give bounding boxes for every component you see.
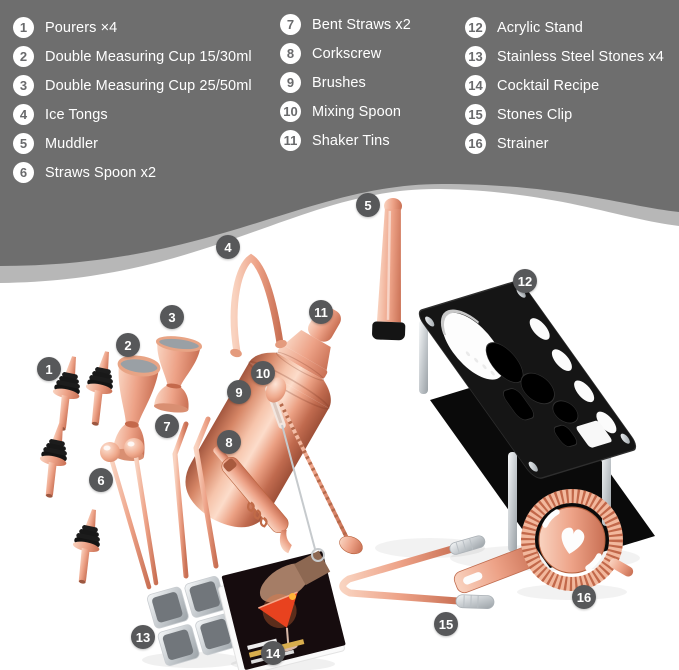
photo-callout-number-text: 5 xyxy=(364,197,372,213)
legend-item: 10 Mixing Spoon xyxy=(280,97,411,126)
legend-item-label: Mixing Spoon xyxy=(312,103,402,120)
legend-item: 14 Cocktail Recipe xyxy=(465,71,664,100)
header-wave-background xyxy=(0,0,679,283)
photo-callout-number-text: 10 xyxy=(255,365,271,381)
acrylic-stand-illustration xyxy=(418,281,655,568)
legend-item: 12 Acrylic Stand xyxy=(465,13,664,42)
photo-callout-number: 5 xyxy=(356,193,380,217)
legend-item-number: 8 xyxy=(280,43,301,64)
photo-callout-number-text: 16 xyxy=(576,589,592,605)
pourers-illustration xyxy=(32,348,121,586)
photo-callout-number: 10 xyxy=(251,361,275,385)
legend-item-label: Stones Clip xyxy=(497,106,573,123)
legend-item-number: 3 xyxy=(13,75,34,96)
photo-callout-number: 12 xyxy=(513,269,537,293)
legend-item: 3 Double Measuring Cup 25/50ml xyxy=(13,71,252,100)
mixing-spoon-illustration xyxy=(265,377,363,555)
photo-callout-number-text: 14 xyxy=(265,645,281,661)
legend-item: 15 Stones Clip xyxy=(465,100,664,129)
legend-item-label: Pourers ×4 xyxy=(45,19,118,36)
photo-callout-number-text: 4 xyxy=(224,239,232,255)
legend-item: 9 Brushes xyxy=(280,68,411,97)
muddler-illustration xyxy=(372,197,406,341)
legend-item-number: 13 xyxy=(465,46,486,67)
legend-item-label: Ice Tongs xyxy=(45,106,108,123)
legend-column-3: 12 Acrylic Stand 13 Stainless Steel Ston… xyxy=(465,13,664,158)
legend-item-number: 9 xyxy=(280,72,301,93)
photo-callout-number-text: 1 xyxy=(45,361,53,377)
photo-callout-number: 4 xyxy=(216,235,240,259)
legend-item: 5 Muddler xyxy=(13,129,252,158)
legend-item-label: Acrylic Stand xyxy=(497,19,583,36)
photo-callout-number-text: 11 xyxy=(314,304,328,320)
photo-callout-number: 11 xyxy=(309,300,333,324)
photo-callout-number: 8 xyxy=(217,430,241,454)
legend-item: 6 Straws Spoon x2 xyxy=(13,158,252,187)
photo-callout-number: 2 xyxy=(116,333,140,357)
ice-tongs-illustration xyxy=(230,253,287,358)
legend-item-number: 2 xyxy=(13,46,34,67)
legend-item: 11 Shaker Tins xyxy=(280,126,411,155)
photo-callout-number: 7 xyxy=(155,414,179,438)
legend-column-2: 7 Bent Straws x2 8 Corkscrew 9 Brushes 1… xyxy=(280,10,411,155)
whiskey-stones-illustration xyxy=(147,576,237,666)
legend-item-label: Strainer xyxy=(497,135,549,152)
legend-item-number: 16 xyxy=(465,133,486,154)
photo-callout-number-text: 3 xyxy=(168,309,176,325)
legend-item: 2 Double Measuring Cup 15/30ml xyxy=(13,42,252,71)
photo-callout-number: 3 xyxy=(160,305,184,329)
photo-callout-number-text: 15 xyxy=(438,616,454,632)
photo-callout-number: 6 xyxy=(89,468,113,492)
photo-callout-number: 16 xyxy=(572,585,596,609)
legend: 1 Pourers ×4 2 Double Measuring Cup 15/3… xyxy=(0,0,679,200)
photo-callout-number-text: 12 xyxy=(517,273,533,289)
legend-item-number: 15 xyxy=(465,104,486,125)
legend-item-label: Cocktail Recipe xyxy=(497,77,600,94)
legend-item-label: Bent Straws x2 xyxy=(312,16,411,33)
photo-callout-number: 1 xyxy=(37,357,61,381)
legend-item-number: 12 xyxy=(465,17,486,38)
photo-callout-number-text: 6 xyxy=(97,472,105,488)
legend-item: 7 Bent Straws x2 xyxy=(280,10,411,39)
photo-callout-number-text: 9 xyxy=(235,384,243,400)
legend-item: 1 Pourers ×4 xyxy=(13,13,252,42)
strainer-illustration xyxy=(453,489,634,594)
header-wave-dark xyxy=(0,0,679,266)
legend-item-number: 7 xyxy=(280,14,301,35)
photo-callout-number: 13 xyxy=(131,625,155,649)
legend-item-label: Brushes xyxy=(312,74,366,91)
legend-item-label: Stainless Steel Stones x4 xyxy=(497,48,664,65)
corkscrew-illustration xyxy=(213,446,292,554)
legend-item-label: Muddler xyxy=(45,135,99,152)
legend-item: 8 Corkscrew xyxy=(280,39,411,68)
legend-item: 16 Strainer xyxy=(465,129,664,158)
bent-straws-illustration xyxy=(172,416,219,579)
legend-item-label: Straws Spoon x2 xyxy=(45,164,157,181)
legend-item-label: Double Measuring Cup 15/30ml xyxy=(45,48,252,65)
legend-item-number: 11 xyxy=(280,130,301,151)
photo-callout-number: 15 xyxy=(434,612,458,636)
legend-column-1: 1 Pourers ×4 2 Double Measuring Cup 15/3… xyxy=(13,13,252,187)
stones-clip-illustration xyxy=(339,535,495,609)
legend-item-number: 6 xyxy=(13,162,34,183)
legend-item: 13 Stainless Steel Stones x4 xyxy=(465,42,664,71)
legend-item-number: 4 xyxy=(13,104,34,125)
legend-item-number: 5 xyxy=(13,133,34,154)
photo-callout-number-text: 13 xyxy=(135,629,151,645)
photo-callout-number-text: 2 xyxy=(124,337,132,353)
photo-callout-number: 9 xyxy=(227,380,251,404)
legend-item-label: Shaker Tins xyxy=(312,132,390,149)
spoon-straws-illustration xyxy=(100,438,159,590)
legend-item: 4 Ice Tongs xyxy=(13,100,252,129)
photo-callout-number: 14 xyxy=(261,641,285,665)
legend-item-label: Double Measuring Cup 25/50ml xyxy=(45,77,252,94)
photo-callout-number-text: 7 xyxy=(163,418,171,434)
legend-item-number: 10 xyxy=(280,101,301,122)
legend-item-number: 14 xyxy=(465,75,486,96)
legend-item-number: 1 xyxy=(13,17,34,38)
photo-callout-number-text: 8 xyxy=(225,434,233,450)
legend-item-label: Corkscrew xyxy=(312,45,382,62)
